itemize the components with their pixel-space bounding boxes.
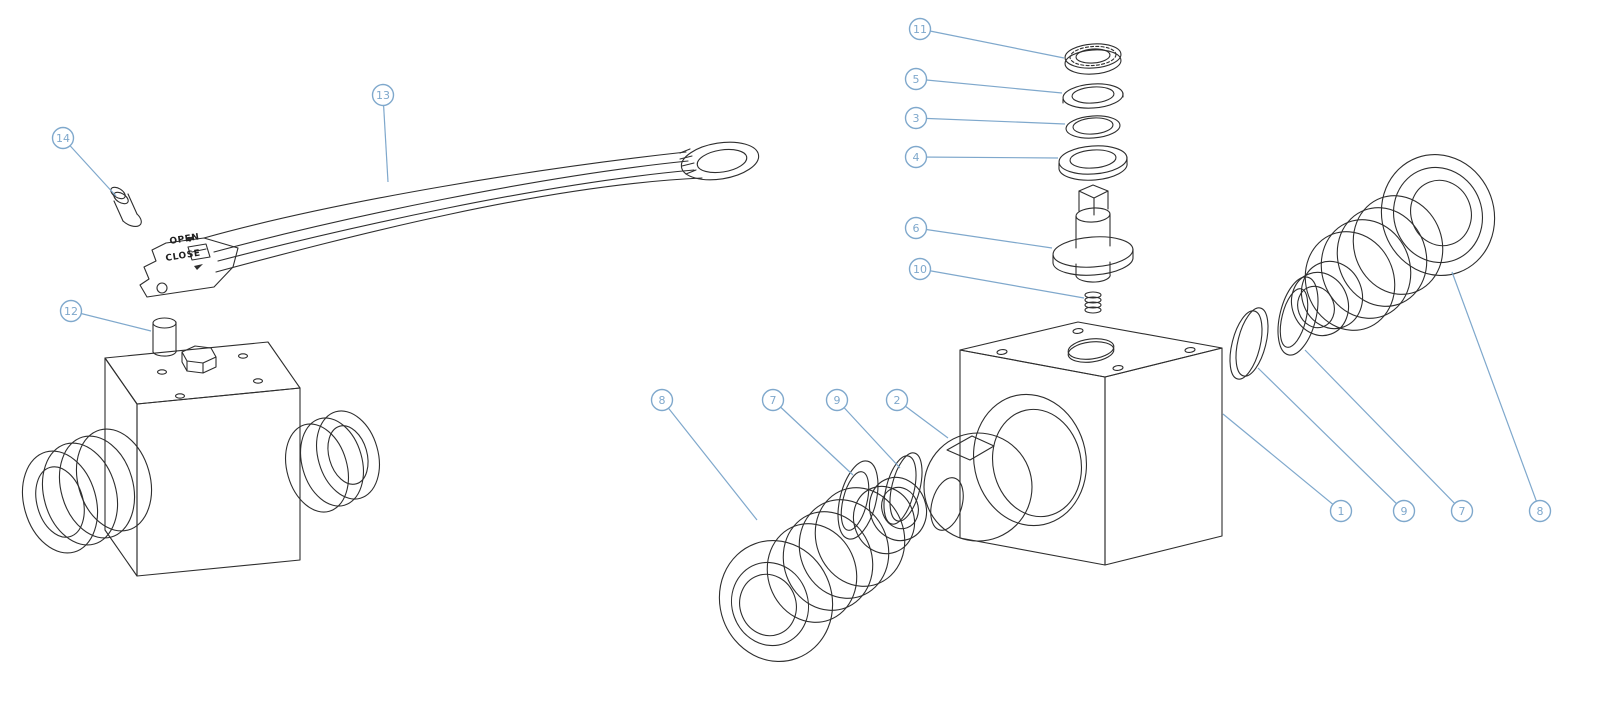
callout-9-left: 9 xyxy=(825,388,901,469)
callout-7-left: 7 xyxy=(761,388,854,476)
end-connector-right xyxy=(1290,154,1496,337)
callout-3: 3 xyxy=(904,106,1066,130)
vent-cap xyxy=(152,317,177,357)
callout-13-number: 13 xyxy=(376,89,390,102)
callout-7-right-number: 7 xyxy=(1459,505,1466,518)
callout-13: 13 xyxy=(371,83,395,183)
stem-spring xyxy=(1084,291,1102,314)
callout-10-number: 10 xyxy=(913,263,927,276)
gland-ring xyxy=(1058,145,1128,181)
stem-seal-ring xyxy=(1065,115,1121,139)
open-label: OPEN xyxy=(169,232,201,247)
callout-11: 11 xyxy=(908,17,1065,59)
locking-nut xyxy=(1064,43,1122,75)
callout-2: 2 xyxy=(885,388,949,439)
callout-7-right: 7 xyxy=(1304,349,1474,523)
callout-12: 12 xyxy=(59,299,152,332)
callout-8-left: 8 xyxy=(650,388,758,521)
callout-9-right: 9 xyxy=(1257,367,1416,523)
stem-washer xyxy=(1062,83,1124,109)
callout-6-number: 6 xyxy=(913,222,920,235)
callout-2-number: 2 xyxy=(894,394,901,407)
handle-open-close-labels: OPEN CLOSE xyxy=(165,232,201,264)
callout-1-number: 1 xyxy=(1338,505,1345,518)
callout-14-number: 14 xyxy=(56,132,70,145)
callout-4-number: 4 xyxy=(913,151,920,164)
stem-hex-nut xyxy=(181,345,217,374)
callout-8-right-number: 8 xyxy=(1537,505,1544,518)
callout-8-left-number: 8 xyxy=(659,394,666,407)
close-label: CLOSE xyxy=(165,249,201,264)
handle-lever xyxy=(139,141,760,298)
end-connector-left xyxy=(718,476,928,662)
callout-4: 4 xyxy=(904,145,1059,169)
ball xyxy=(923,432,1033,542)
callout-5-number: 5 xyxy=(913,73,920,86)
callout-11-number: 11 xyxy=(913,23,927,36)
handle-pin xyxy=(110,186,142,227)
callout-6: 6 xyxy=(904,216,1053,249)
assembled-valve-body xyxy=(21,341,380,577)
seat-ring-left xyxy=(837,460,879,540)
valve-body xyxy=(959,321,1223,566)
callout-10: 10 xyxy=(908,257,1085,299)
callout-7-left-number: 7 xyxy=(770,394,777,407)
callout-8-right: 8 xyxy=(1451,271,1552,523)
callout-14: 14 xyxy=(51,126,117,197)
callout-9-right-number: 9 xyxy=(1401,505,1408,518)
callout-3-number: 3 xyxy=(913,112,920,125)
callout-5: 5 xyxy=(904,67,1063,94)
callout-1: 1 xyxy=(1222,413,1353,523)
stem xyxy=(1052,184,1134,283)
callout-12-number: 12 xyxy=(64,305,78,318)
seat-ring-right xyxy=(1277,276,1319,356)
seat-spring-right xyxy=(1229,307,1269,380)
callout-9-left-number: 9 xyxy=(834,394,841,407)
